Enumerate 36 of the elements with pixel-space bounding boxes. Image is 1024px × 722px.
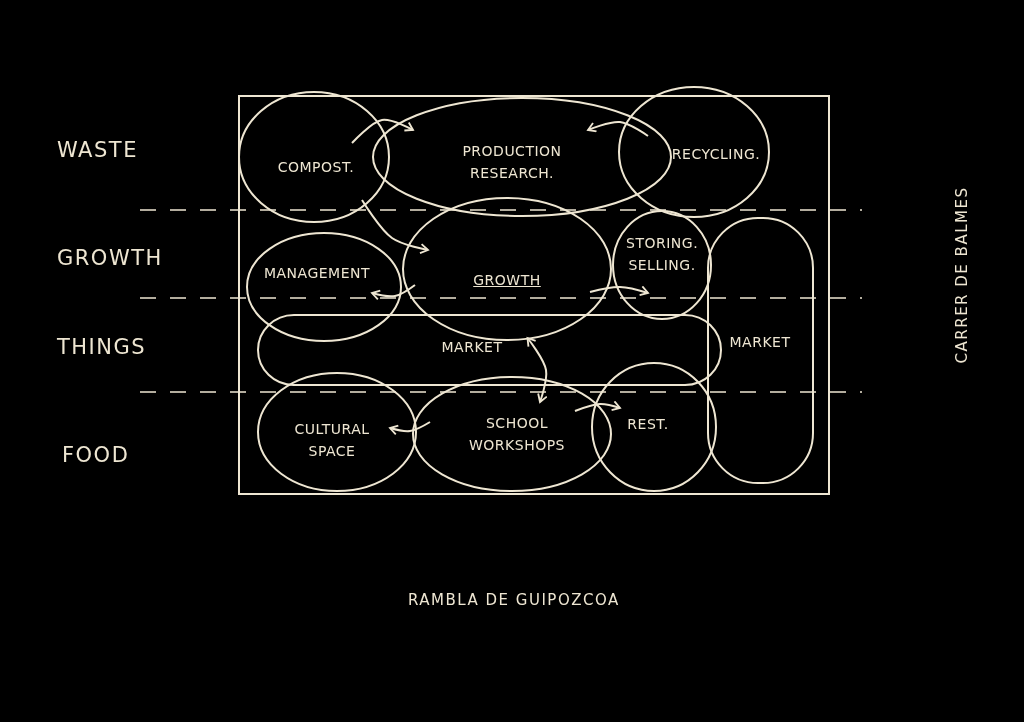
arrow bbox=[574, 400, 621, 412]
arrow bbox=[361, 199, 429, 255]
zone-label: COMPOST. bbox=[276, 158, 356, 177]
street-name: CARRER DE BALMES bbox=[953, 186, 971, 364]
arrow bbox=[351, 118, 414, 144]
arrow bbox=[589, 285, 649, 297]
zone-label: MARKET bbox=[440, 338, 504, 357]
row-label: FOOD bbox=[62, 443, 130, 467]
arrow bbox=[389, 421, 431, 436]
zone-label: RECYCLING. bbox=[670, 145, 762, 164]
ellipse-zone bbox=[372, 97, 672, 217]
zone-label: PRODUCTION RESEARCH. bbox=[461, 142, 563, 183]
row-label: THINGS bbox=[57, 335, 147, 359]
street-name: RAMBLA DE GUIPOZCOA bbox=[408, 591, 620, 609]
arrow bbox=[587, 120, 649, 137]
rounded-zone bbox=[257, 314, 722, 386]
ellipse-zone bbox=[412, 376, 612, 492]
ellipse-zone bbox=[591, 362, 717, 492]
ellipse-zone bbox=[612, 210, 712, 320]
ellipse-zone bbox=[238, 91, 390, 223]
ellipse-zone bbox=[246, 232, 402, 342]
rounded-zone bbox=[707, 217, 814, 484]
row-label: WASTE bbox=[57, 138, 138, 162]
zone-label: GROWTH bbox=[472, 271, 542, 290]
zone-label: STORING. SELLING. bbox=[626, 234, 698, 275]
ellipse-zone bbox=[618, 86, 770, 218]
ellipse-zone bbox=[257, 372, 417, 492]
arrow bbox=[371, 284, 416, 301]
ellipse-zone bbox=[402, 197, 612, 341]
zone-label: MARKET bbox=[728, 333, 792, 352]
zone-label: CULTURAL SPACE bbox=[293, 420, 371, 461]
zone-label: REST. bbox=[626, 415, 670, 434]
zone-label: SCHOOL WORKSHOPS bbox=[467, 414, 566, 455]
row-label: GROWTH bbox=[57, 246, 163, 270]
arrow bbox=[526, 337, 548, 403]
zone-label: MANAGEMENT bbox=[262, 264, 372, 283]
